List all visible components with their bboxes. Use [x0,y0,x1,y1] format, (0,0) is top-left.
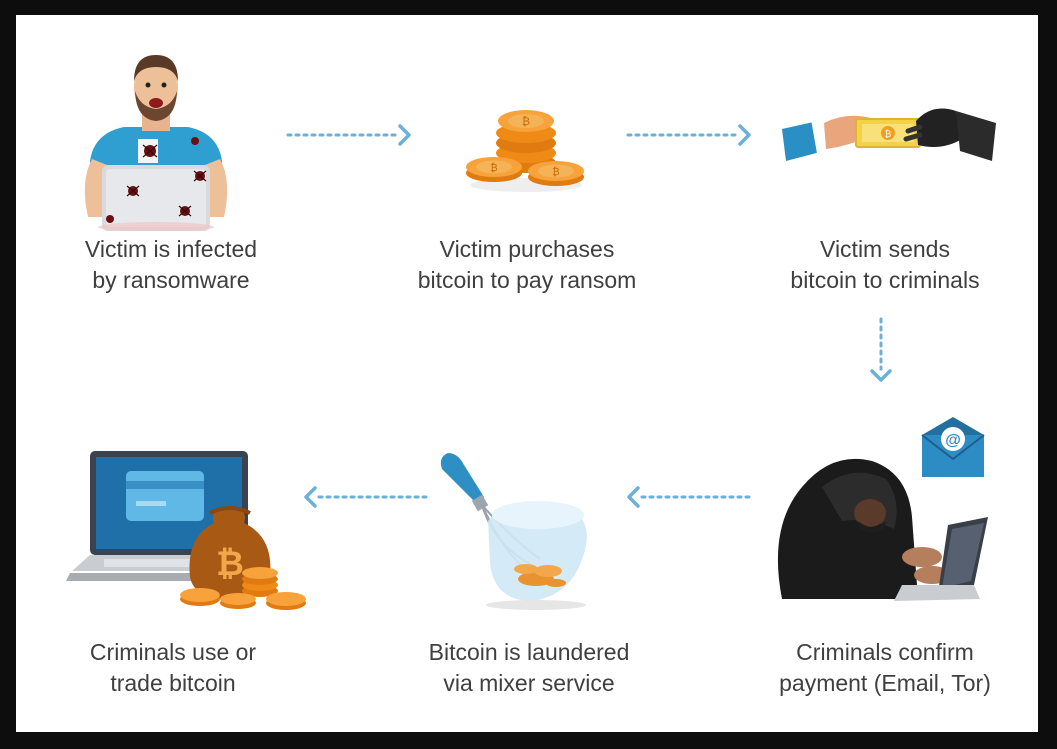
caption: Criminals use or trade bitcoin [53,637,293,699]
arrow-right [286,124,411,146]
email-icon: @ [921,417,985,477]
bitcoin-coins-icon: ₿ ₿ ₿ [466,110,584,192]
caption-line-2: bitcoin to pay ransom [417,267,637,293]
caption-line-1: Victim purchases [439,236,615,262]
arrow-down [870,317,892,382]
arrow-right [626,124,751,146]
caption-line-2: by ransomware [92,267,250,293]
caption-line-1: Victim is infected [84,236,258,262]
svg-text:₿: ₿ [490,162,497,174]
caption: Criminals confirm payment (Email, Tor) [750,637,1020,699]
caption: Victim is infected by ransomware [51,234,291,296]
caption-line-1: Criminals confirm [796,639,974,665]
svg-text:₿: ₿ [522,116,530,128]
caption-line-1: Bitcoin is laundered [428,639,630,665]
caption: Bitcoin is laundered via mixer service [394,637,664,699]
caption-line-2: payment (Email, Tor) [779,670,991,696]
svg-text:₿: ₿ [885,129,892,139]
money-handover-icon: ₿ [782,108,996,161]
caption-line-1: Criminals use or [89,639,257,665]
arrow-left [304,486,429,508]
caption-line-1: Victim sends [820,236,950,262]
svg-text:₿: ₿ [216,545,244,583]
caption-line-2: bitcoin to criminals [790,267,980,293]
caption: Victim purchases bitcoin to pay ransom [392,234,662,296]
diagram-canvas: Victim is infected by ransomware ₿ [16,15,1038,732]
caption-line-2: trade bitcoin [110,670,236,696]
svg-text:@: @ [945,432,961,449]
svg-text:₿: ₿ [552,166,559,178]
caption-line-2: via mixer service [443,670,615,696]
infected-laptop-man-icon [84,55,228,231]
hooded-hacker-icon: @ [777,417,988,601]
mixer-bowl-icon [440,453,587,610]
arrow-left [627,486,752,508]
caption: Victim sends bitcoin to criminals [760,234,1010,296]
laptop-money-bag-icon: ₿ [66,451,306,610]
